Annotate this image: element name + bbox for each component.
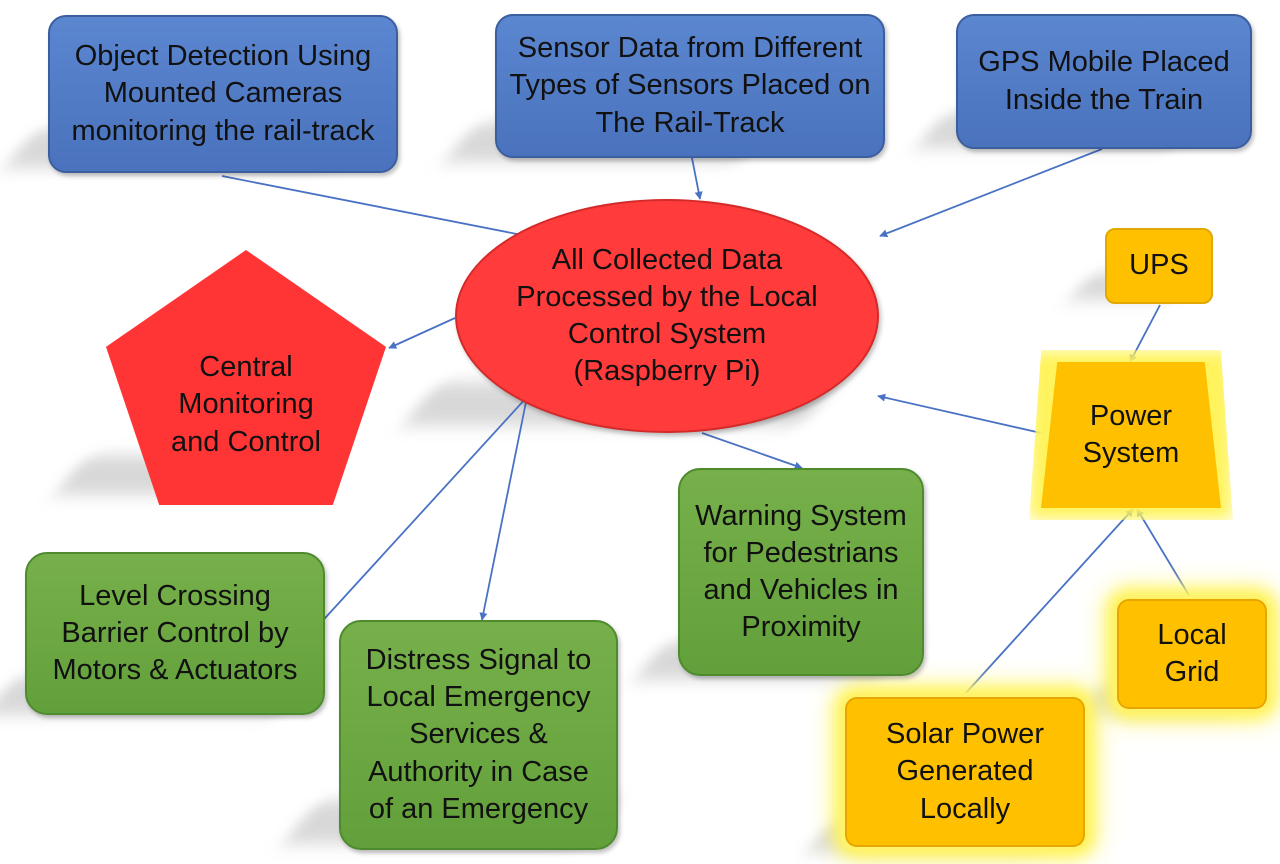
node-line: of an Emergency: [368, 792, 589, 825]
node-line: The Rail-Track: [595, 106, 785, 139]
node-line: and Control: [171, 425, 321, 458]
edge-processing-to-central-monitoring: [388, 317, 456, 349]
node-line: monitoring the rail-track: [71, 114, 375, 147]
warning-system-box: Warning System for Pedestrians and Vehicle…: [678, 468, 924, 676]
node-line: and Vehicles in: [703, 574, 899, 606]
edge-processing-to-distress-signal: [479, 396, 528, 621]
edge-object-detection-to-processing: [221, 175, 528, 239]
node-line: Central: [199, 351, 293, 384]
node-line: All Collected Data: [551, 243, 783, 276]
edge-local-grid-to-power-system: [1136, 508, 1191, 598]
node-line: UPS: [1129, 249, 1189, 282]
edge-solar-power-to-power-system: [964, 508, 1134, 695]
node-line: Power: [1089, 399, 1173, 432]
node-line: Types of Sensors Placed on: [509, 69, 871, 102]
node-line: Local Grid: [1157, 618, 1227, 688]
node-line: Sensor Data from Different: [517, 32, 863, 65]
node-line: Mounted Cameras: [103, 77, 343, 110]
node-line: Locally: [919, 792, 1011, 825]
edge-processing-to-warning-system: [701, 432, 803, 470]
edge-processing-to-level-crossing: [315, 396, 528, 629]
node-line: Barrier Control by: [61, 616, 289, 649]
node-line: Processed by the Local: [516, 280, 818, 313]
node-line: Local Emergency: [366, 681, 591, 714]
node-line: Warning System: [695, 499, 907, 532]
node-line: (Raspberry Pi): [573, 355, 761, 388]
node-line: Inside the Train: [1004, 83, 1204, 116]
node-line: Object Detection Using: [74, 40, 372, 73]
node-line: Authority in Case: [368, 755, 589, 788]
local-grid-box: Local Grid: [1117, 599, 1267, 709]
node-line: Services &: [409, 718, 548, 751]
node-line: Monitoring: [178, 388, 314, 421]
node-line: Control System: [567, 318, 767, 350]
edge-gps-to-processing: [879, 148, 1103, 238]
node-line: Distress Signal to: [365, 644, 592, 677]
node-line: Proximity: [741, 611, 861, 644]
node-line: System: [1082, 437, 1180, 469]
trapezoid-shape: [1041, 362, 1221, 508]
edge-power-system-to-processing: [877, 393, 1051, 436]
node-line: for Pedestrians: [703, 536, 899, 569]
node-line: GPS Mobile Placed: [978, 46, 1230, 79]
node-line: Level Crossing: [79, 579, 271, 612]
node-line: Motors & Actuators: [52, 654, 298, 687]
ups-box: UPS: [1105, 228, 1213, 304]
edge-sensor-data-to-processing: [691, 157, 703, 200]
node-line: Solar Power: [886, 718, 1044, 751]
node-line: Generated: [896, 755, 1034, 788]
